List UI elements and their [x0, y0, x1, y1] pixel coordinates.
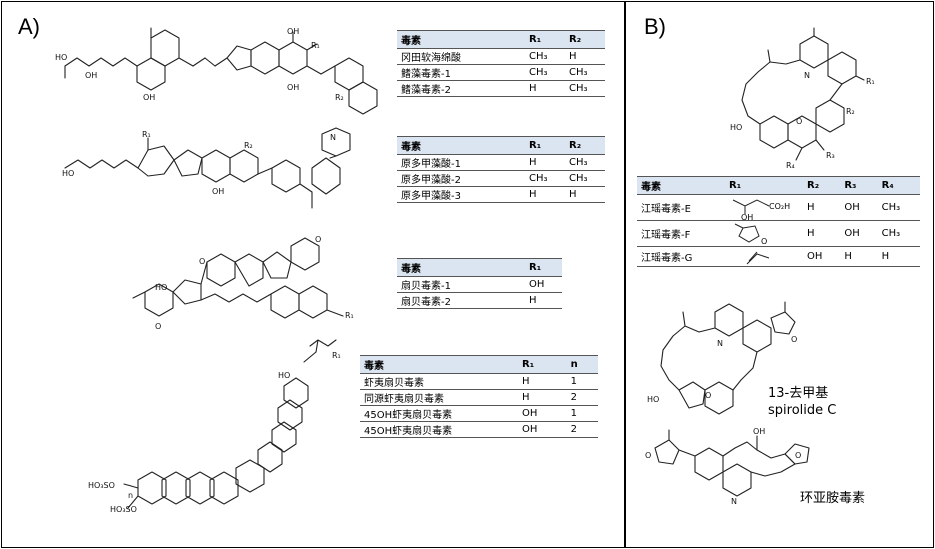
- svg-text:O: O: [796, 117, 802, 126]
- svg-text:R₁: R₁: [311, 41, 320, 50]
- svg-text:R₂: R₂: [335, 93, 344, 102]
- svg-text:HO: HO: [278, 371, 290, 380]
- r1-substituent-g: [725, 246, 803, 267]
- svg-text:HO₃SO: HO₃SO: [88, 481, 115, 490]
- svg-text:R₄: R₄: [786, 161, 795, 170]
- svg-text:OH: OH: [85, 71, 97, 80]
- r1-f-structure: O: [734, 223, 767, 246]
- svg-text:HO: HO: [155, 283, 167, 292]
- svg-text:CO₂H: CO₂H: [769, 202, 790, 211]
- svg-text:O: O: [199, 257, 205, 266]
- gymnodimine-caption: 环亚胺毒素: [800, 491, 866, 506]
- okadaic-acid-structure: HO OH OH OH OH R₁ R₂: [55, 27, 378, 115]
- azaspiracid-structure: HO R₁ OH R₂ N: [62, 127, 351, 209]
- svg-text:OH: OH: [287, 27, 299, 36]
- svg-text:HO: HO: [55, 53, 67, 62]
- r1-substituent-f: O: [725, 220, 803, 247]
- svg-text:OH: OH: [143, 93, 155, 102]
- svg-text:R₃: R₃: [826, 151, 835, 160]
- svg-text:O: O: [791, 335, 797, 344]
- gymnodimine-structure: O OH N O: [645, 427, 810, 506]
- table-header-row: 毒素 R₁ R₂ R₃ R₄: [637, 176, 920, 195]
- svg-text:HO: HO: [647, 395, 659, 404]
- spirolide-caption: 13-去甲基 spirolide C: [768, 385, 836, 419]
- svg-text:R₁: R₁: [142, 130, 151, 139]
- svg-text:R₁: R₁: [345, 311, 354, 320]
- table-header-row: 毒素 R₁ R₂: [397, 136, 605, 155]
- panel-b-label: B): [644, 14, 666, 39]
- yessotoxin-structure: HO R₁ HO₃SO HO₃SO n: [88, 339, 341, 514]
- spirolide-structure: N O HO O: [647, 301, 797, 415]
- panel-divider: [624, 1, 626, 547]
- table-header-row: 毒素 R₁ R₂: [397, 30, 605, 49]
- svg-text:OH: OH: [741, 213, 753, 220]
- pinnatoxin-structure: N R₁ R₂ HO R₃ R₄ O: [730, 27, 875, 170]
- svg-text:HO: HO: [62, 169, 74, 178]
- svg-text:n: n: [128, 491, 133, 500]
- spirolide-caption-line1: 13-去甲基: [768, 386, 829, 401]
- svg-text:HO: HO: [730, 123, 742, 132]
- svg-text:OH: OH: [212, 187, 224, 196]
- svg-text:O: O: [795, 451, 801, 460]
- table-header-row: 毒素 R₁ n: [360, 355, 598, 374]
- svg-text:N: N: [330, 133, 336, 142]
- svg-text:R₁: R₁: [866, 77, 875, 86]
- svg-text:O: O: [761, 237, 767, 246]
- spirolide-caption-line2: spirolide C: [768, 403, 837, 418]
- r1-substituent-e: CO₂H OH: [725, 194, 803, 221]
- svg-text:OH: OH: [287, 83, 299, 92]
- r1-e-structure: CO₂H OH: [732, 198, 790, 220]
- svg-text:N: N: [804, 71, 810, 80]
- svg-text:R₂: R₂: [846, 107, 855, 116]
- table-header-row: 毒素 R₁: [397, 258, 562, 277]
- svg-text:N: N: [717, 339, 723, 348]
- svg-text:O: O: [155, 322, 161, 331]
- svg-text:R₂: R₂: [244, 141, 253, 150]
- svg-text:OH: OH: [753, 427, 765, 436]
- panel-a-label: A): [18, 14, 40, 39]
- svg-text:O: O: [315, 235, 321, 244]
- pectenotoxin-structure: HO O O R₁ O: [132, 235, 354, 331]
- svg-text:O: O: [645, 451, 651, 460]
- svg-text:N: N: [731, 497, 737, 506]
- svg-text:HO₃SO: HO₃SO: [110, 505, 137, 514]
- svg-text:R₁: R₁: [332, 351, 341, 360]
- svg-text:O: O: [705, 391, 711, 400]
- r1-g-structure: [746, 251, 770, 264]
